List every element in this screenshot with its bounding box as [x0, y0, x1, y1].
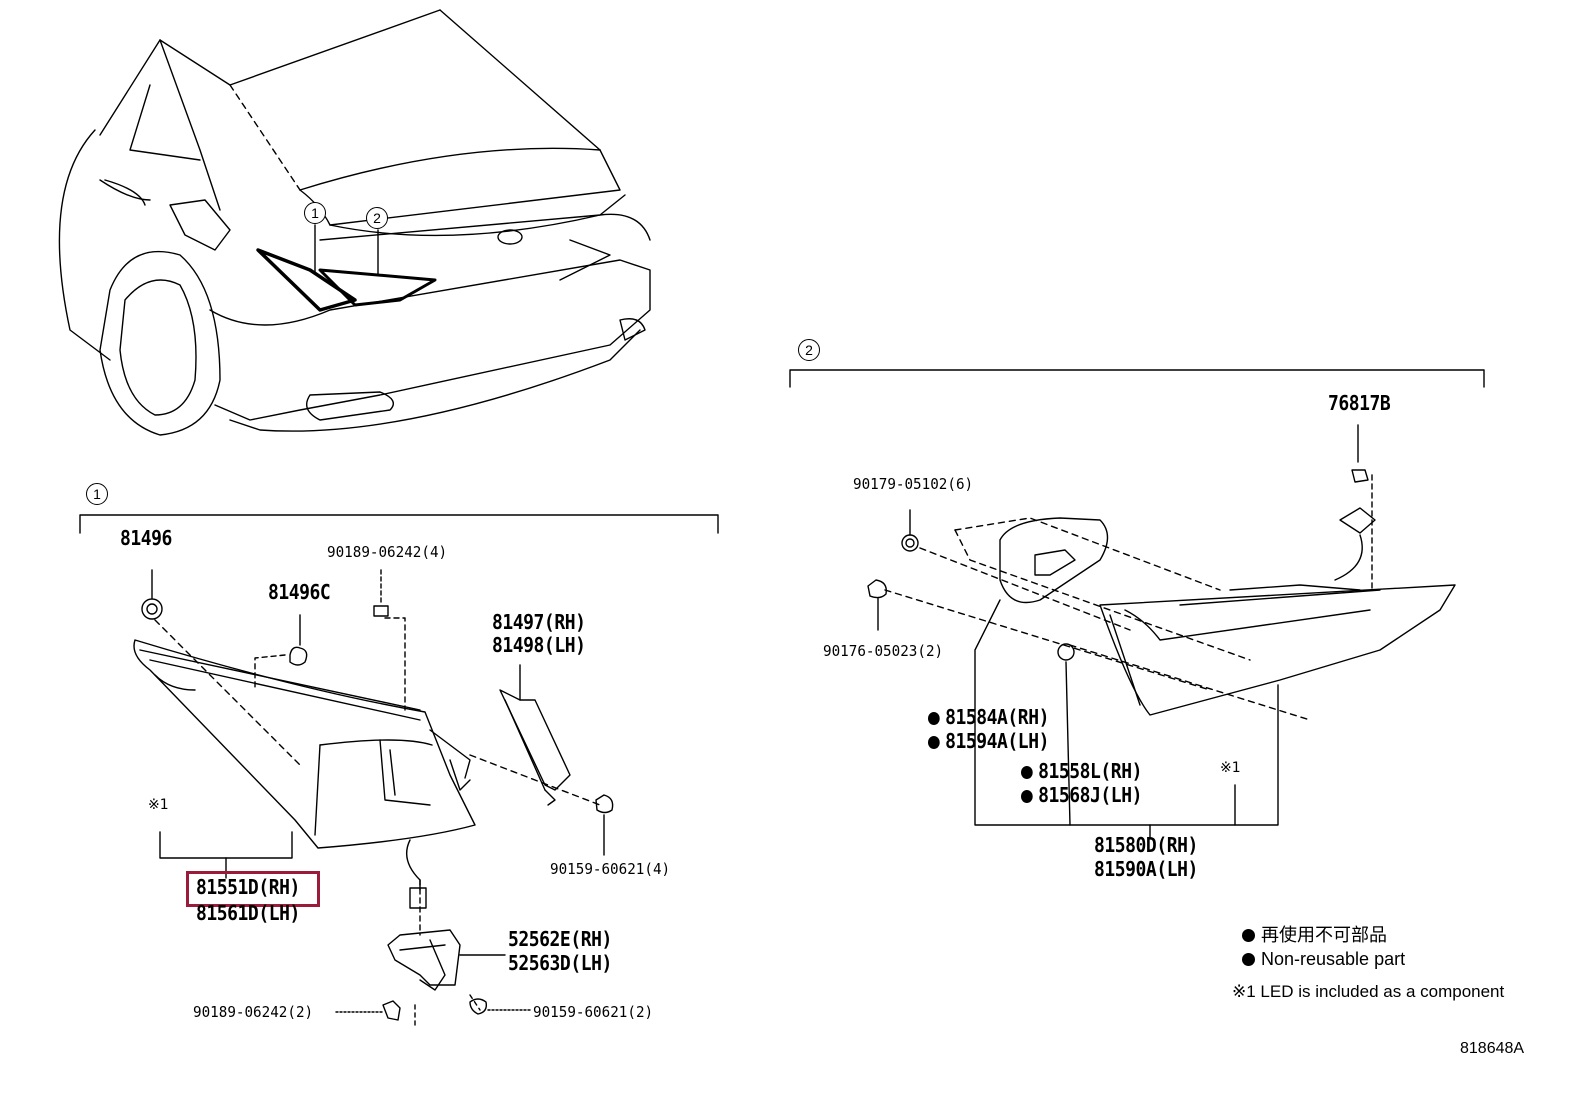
highlight-box — [186, 871, 320, 907]
part-81568j-lh[interactable]: 81568J(LH) — [1021, 784, 1142, 806]
legend-dot-jp — [1242, 929, 1255, 942]
part-81551d-rh[interactable]: 81551D(RH) — [196, 875, 300, 899]
non-reusable-dot — [928, 736, 940, 749]
part-81558l-text: 81558L(RH) — [1038, 759, 1142, 783]
part-81594a-lh[interactable]: 81594A(LH) — [928, 730, 1049, 752]
non-reusable-dot — [1021, 790, 1033, 803]
side-marker-drawing — [335, 929, 533, 1021]
part-90189-06242-2[interactable]: 90189-06242(2) — [193, 1003, 314, 1021]
legend-dot-en — [1242, 953, 1255, 966]
part-81496[interactable]: 81496 — [120, 526, 172, 550]
callout-2-section: 2 — [798, 339, 820, 361]
part-81584a-text: 81584A(RH) — [945, 705, 1049, 729]
part-81590a-lh[interactable]: 81590A(LH) — [1094, 857, 1198, 881]
part-52563d-lh[interactable]: 52563D(LH) — [508, 951, 612, 975]
callout-1-car: 1 — [304, 202, 326, 224]
part-81497-rh[interactable]: 81497(RH) — [492, 610, 586, 634]
part-81584a-rh[interactable]: 81584A(RH) — [928, 706, 1049, 728]
part-76817b[interactable]: 76817B — [1328, 391, 1391, 415]
callout-2-car: 2 — [366, 207, 388, 229]
part-90179-05102-6[interactable]: 90179-05102(6) — [853, 475, 974, 493]
legend-led-note: ※1 LED is included as a component — [1232, 982, 1505, 1001]
section-2-bracket — [789, 369, 1485, 388]
part-81580d-rh[interactable]: 81580D(RH) — [1094, 833, 1198, 857]
diagram-reference-code: 818648A — [1460, 1040, 1525, 1057]
part-81561d-lh[interactable]: 81561D(LH) — [196, 901, 300, 925]
part-81594a-text: 81594A(LH) — [945, 729, 1049, 753]
part-90189-06242-4[interactable]: 90189-06242(4) — [327, 543, 448, 561]
part-90176-05023-2[interactable]: 90176-05023(2) — [823, 642, 944, 660]
note-mark-section2: ※1 — [1220, 760, 1241, 776]
part-81496c[interactable]: 81496C — [268, 580, 331, 604]
part-81498-lh[interactable]: 81498(LH) — [492, 633, 586, 657]
legend-jp-text: 再使用不可部品 — [1261, 925, 1387, 945]
part-90159-60621-2[interactable]: 90159-60621(2) — [533, 1003, 654, 1021]
section-1-bracket — [79, 514, 719, 534]
part-52562e-rh[interactable]: 52562E(RH) — [508, 927, 612, 951]
tail-lamp-assembly-drawing — [133, 569, 614, 1026]
legend-en-text: Non-reusable part — [1261, 949, 1406, 969]
part-81568j-text: 81568J(LH) — [1038, 783, 1142, 807]
part-81558l-rh[interactable]: 81558L(RH) — [1021, 760, 1142, 782]
inner-lamp-drawing — [867, 424, 1456, 839]
part-90159-60621-4[interactable]: 90159-60621(4) — [550, 860, 671, 878]
car-rear-illustration — [58, 9, 651, 436]
non-reusable-dot — [1021, 766, 1033, 779]
legend-non-reusable-jp: 再使用不可部品 — [1242, 923, 1387, 947]
note-mark-section1: ※1 — [148, 797, 169, 813]
callout-1-section: 1 — [86, 483, 108, 505]
non-reusable-dot — [928, 712, 940, 725]
legend-non-reusable-en: Non-reusable part — [1242, 947, 1405, 971]
